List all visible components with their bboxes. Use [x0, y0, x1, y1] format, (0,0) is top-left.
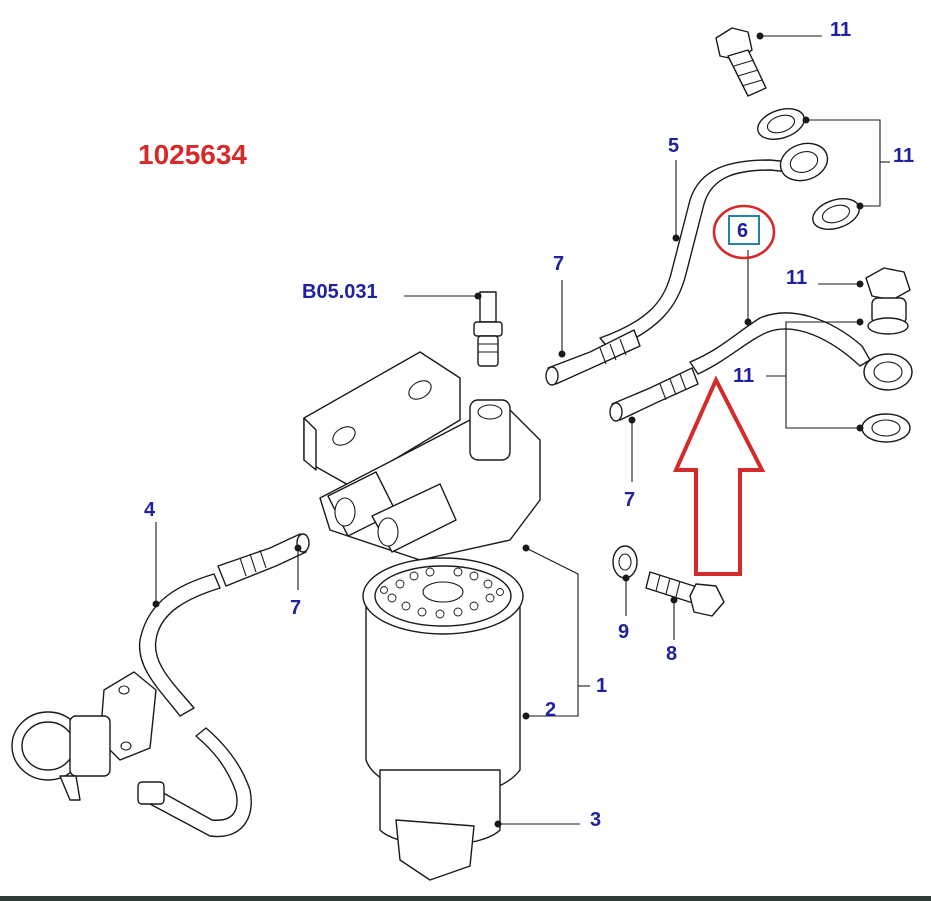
screw-8	[645, 571, 725, 617]
washer-9	[612, 545, 638, 579]
hose-fitting-7-middle	[609, 367, 699, 422]
callout-10-lower: 11	[786, 267, 807, 289]
callout-6: 6	[737, 220, 748, 242]
leader-lines	[152, 32, 890, 828]
fuel-pipe-6	[689, 312, 871, 375]
callout-7-left: 7	[290, 597, 301, 619]
banjo-bolt-10-upper	[715, 27, 767, 97]
filter-head-body	[319, 399, 541, 561]
sealing-ring-11-lower	[861, 413, 911, 443]
callout-7-middle: 7	[624, 489, 635, 511]
callout-5: 5	[668, 135, 679, 157]
callout-10-upper: 11	[830, 19, 851, 41]
return-line-b05031	[473, 291, 503, 367]
callout-3: 3	[590, 809, 601, 831]
banjo-eye-pipe-5	[779, 142, 829, 182]
hose-fitting-7-left	[217, 533, 310, 587]
sealing-ring-11-upper-a	[757, 108, 805, 140]
callout-8: 8	[666, 643, 677, 665]
water-separator-bowl-3	[379, 769, 501, 881]
fuel-pipe-4	[138, 573, 252, 838]
banjo-bolt-10-lower	[865, 267, 911, 335]
fuel-feed-pump	[11, 671, 165, 805]
reference-b05031: B05.031	[302, 281, 378, 303]
callout-1: 1	[596, 675, 607, 697]
red-arrow-up	[672, 375, 766, 576]
callout-7-upper: 7	[553, 253, 564, 275]
cartridge-perforations	[380, 567, 504, 619]
highlight-callout-6: 6	[712, 204, 776, 260]
filter-head-bracket	[303, 351, 461, 487]
part-number: 1025634	[138, 139, 247, 170]
sealing-ring-11-upper-b	[812, 198, 860, 230]
filter-cartridge-2	[362, 557, 524, 797]
banjo-eye-pipe-6	[863, 353, 913, 391]
bottom-bar	[0, 896, 931, 901]
callout-11-lower: 11	[733, 365, 754, 387]
callout-11-upper: 11	[893, 145, 914, 167]
callout-9: 9	[618, 621, 629, 643]
hose-fitting-7-upper	[545, 329, 641, 386]
callout-4: 4	[144, 499, 156, 521]
callout-2: 2	[545, 699, 556, 721]
